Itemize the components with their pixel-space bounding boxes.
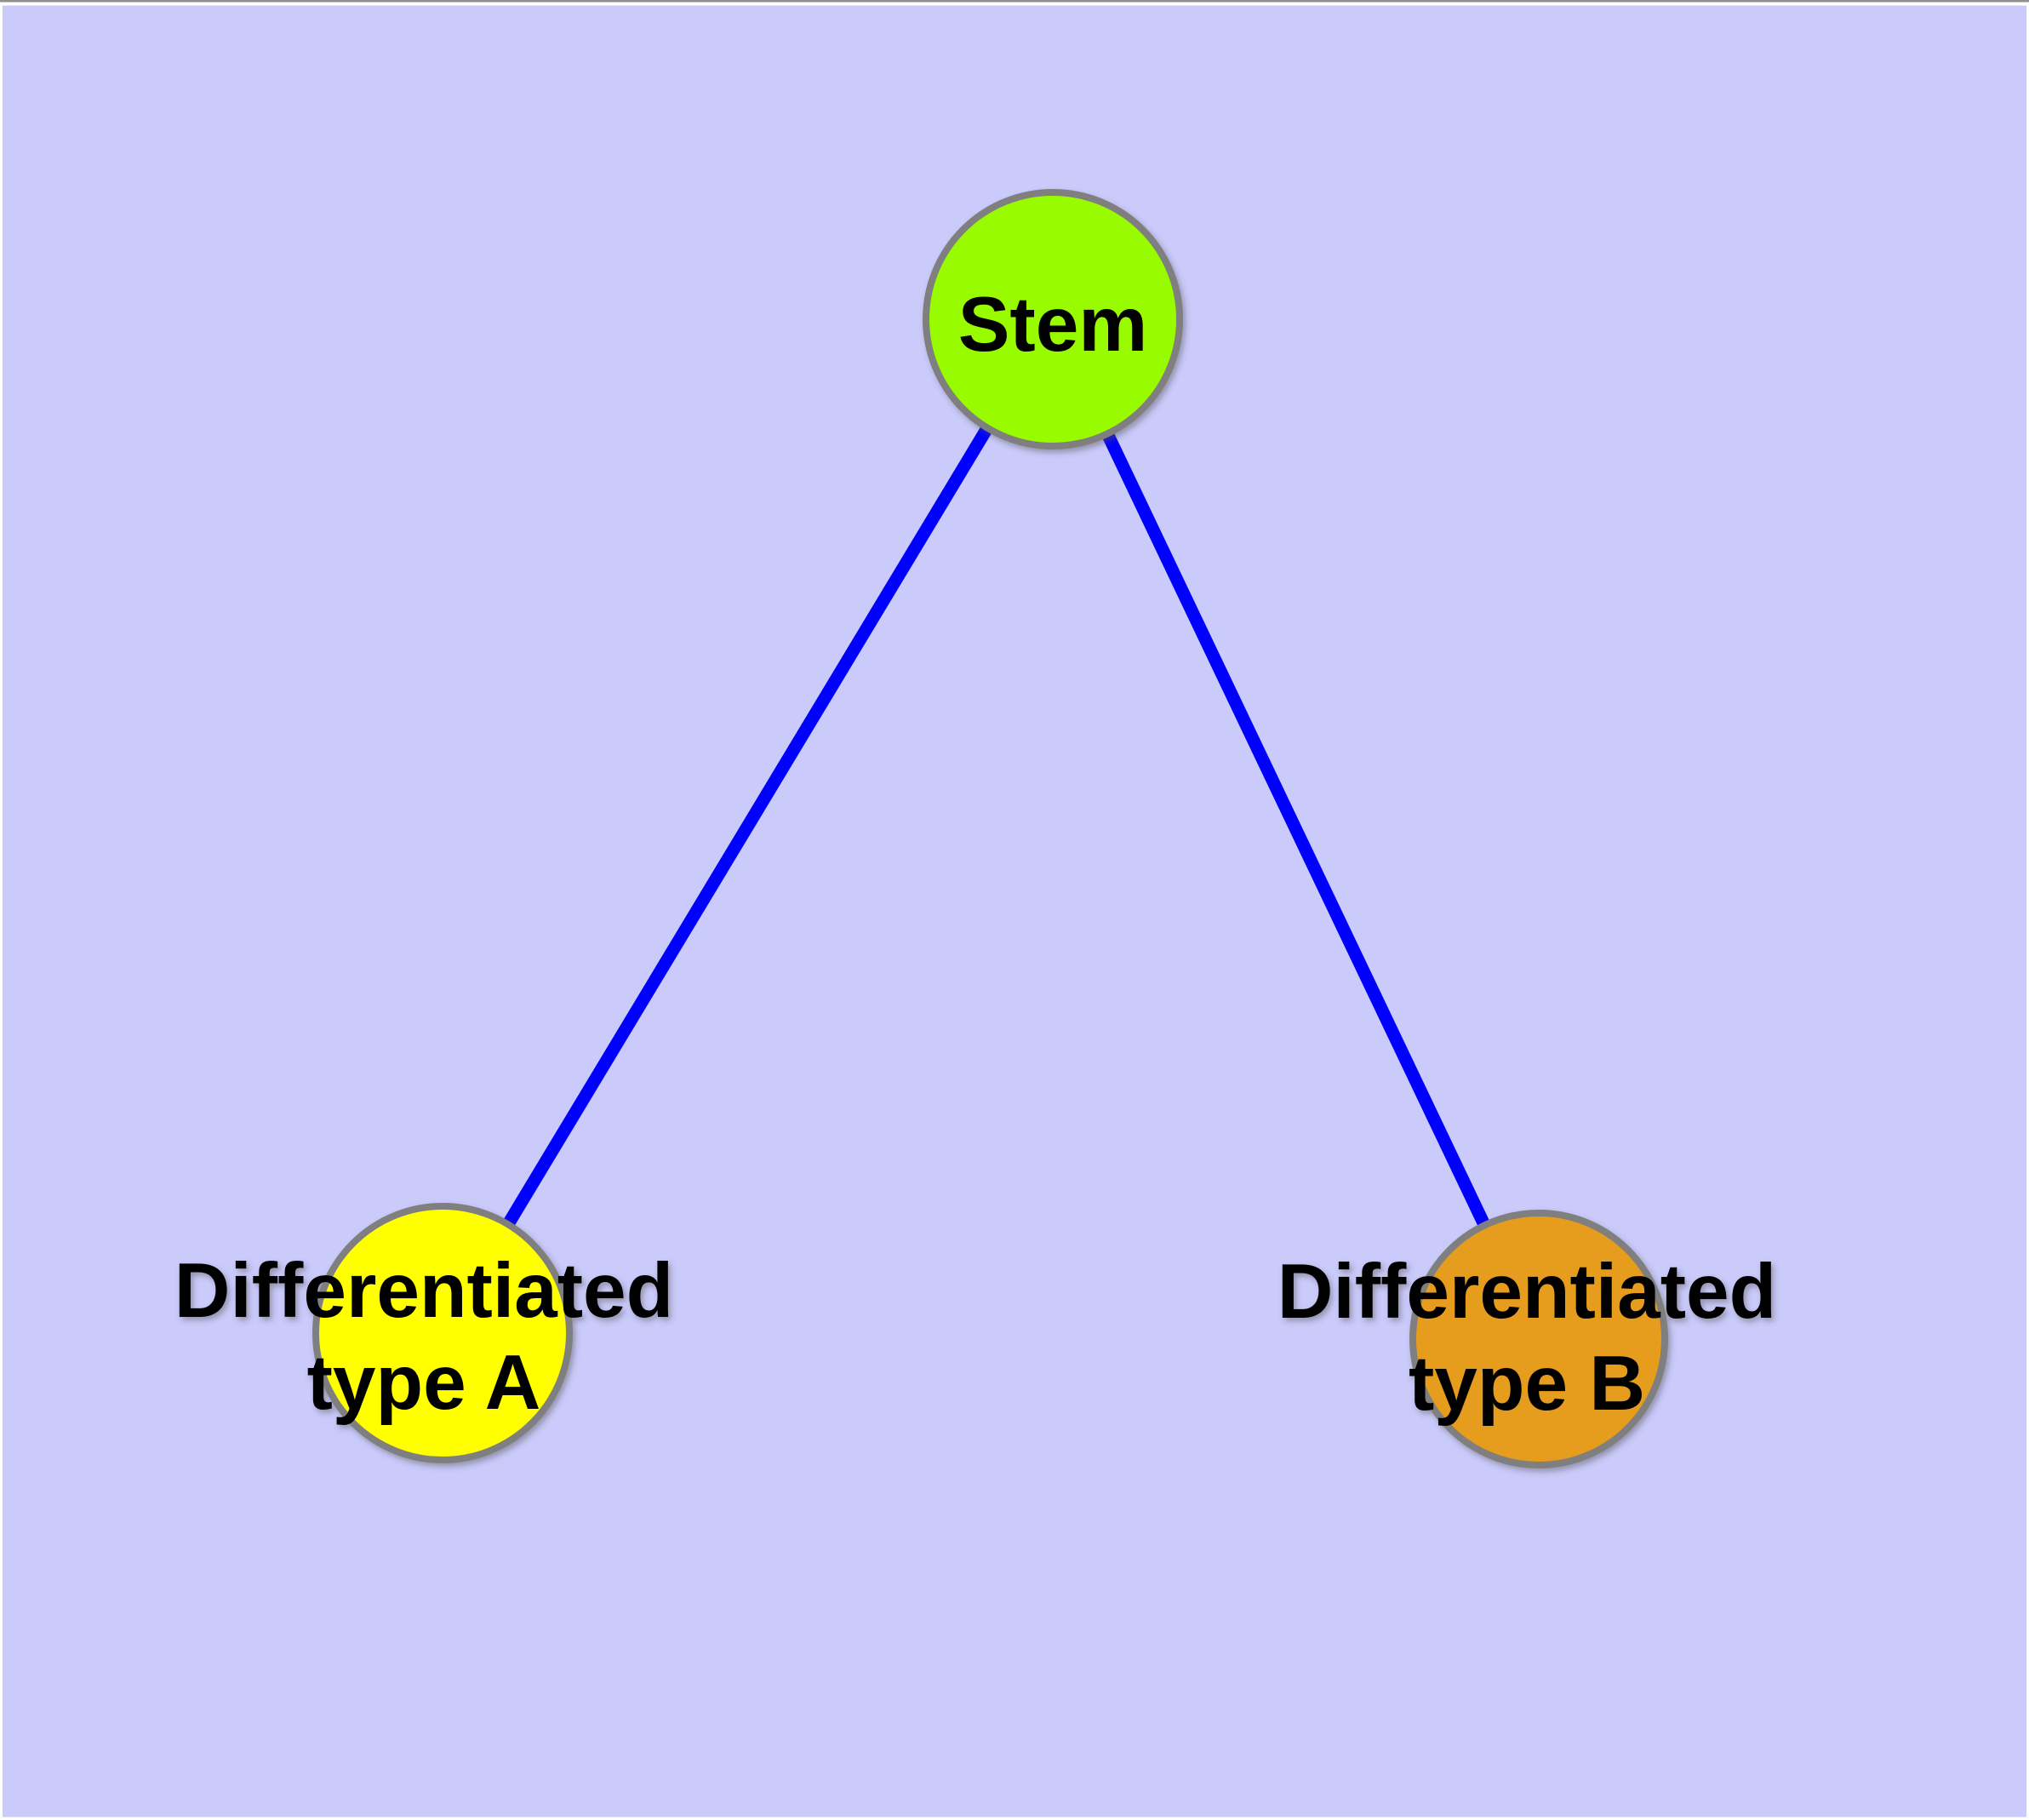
node-stem-label: Stem — [958, 282, 1148, 368]
node-layer: Stem Differentiated type A Differentiate… — [174, 189, 1777, 1468]
node-stem — [923, 189, 1183, 449]
edge-stem-to-type-a — [437, 316, 1059, 1336]
node-type-b-label-line2: type B — [1409, 1341, 1645, 1427]
edge-layer — [437, 316, 1545, 1342]
node-type-b-label-line1: Differentiated — [1277, 1249, 1777, 1335]
top-edge-line — [0, 0, 2029, 3]
node-type-a-label-line1: Differentiated — [174, 1248, 674, 1334]
node-differentiated-type-a — [312, 1203, 573, 1463]
node-differentiated-type-b — [1409, 1210, 1668, 1468]
node-type-a-label-line2: type A — [307, 1340, 541, 1426]
edge-stem-to-type-b — [1047, 316, 1545, 1342]
